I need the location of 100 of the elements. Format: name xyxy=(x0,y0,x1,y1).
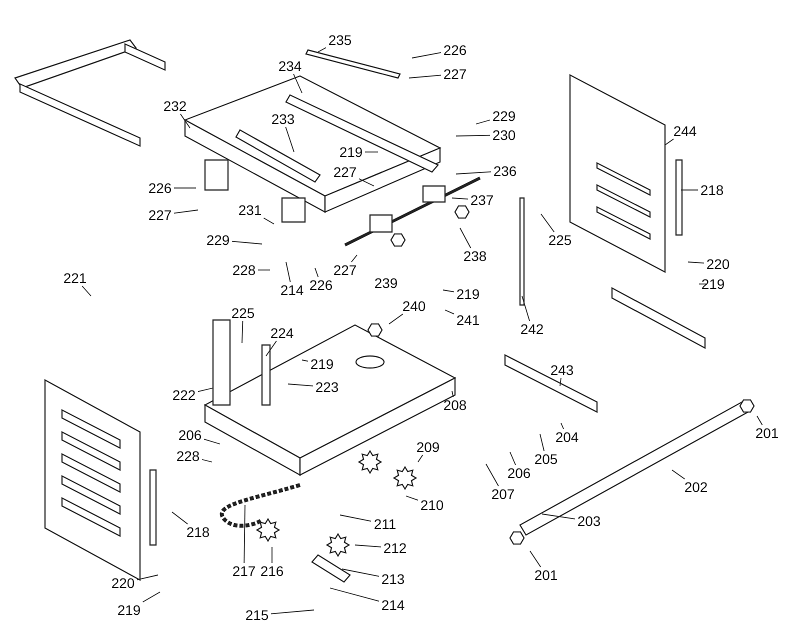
callout-number: 231 xyxy=(236,202,264,218)
leader-line xyxy=(358,178,374,186)
leader-line xyxy=(286,262,291,282)
leader-line xyxy=(242,320,244,344)
callout-number: 204 xyxy=(553,429,581,445)
callout-number: 232 xyxy=(161,98,189,114)
callout-number: 209 xyxy=(414,439,442,455)
callout-number: 222 xyxy=(170,387,198,403)
callout-number: 227 xyxy=(441,66,469,82)
leader-line xyxy=(452,198,468,200)
callout-number: 218 xyxy=(698,182,726,198)
leader-line xyxy=(198,388,214,392)
callout-number: 219 xyxy=(699,276,727,292)
callout-number: 213 xyxy=(379,571,407,587)
callout-number: 241 xyxy=(454,312,482,328)
leader-line xyxy=(510,452,516,466)
callout-number: 233 xyxy=(269,111,297,127)
callout-number: 229 xyxy=(204,232,232,248)
callout-number: 240 xyxy=(400,298,428,314)
leader-line xyxy=(244,504,246,564)
callout-number: 216 xyxy=(258,563,286,579)
leader-line xyxy=(560,422,564,430)
leader-line xyxy=(82,286,92,296)
callout-number: 227 xyxy=(331,262,359,278)
callout-number: 225 xyxy=(229,305,257,321)
leader-line xyxy=(330,588,380,602)
leader-line xyxy=(688,262,704,264)
leader-line xyxy=(664,138,674,146)
callout-number: 226 xyxy=(441,42,469,58)
callout-number: 228 xyxy=(230,262,258,278)
callout-number: 234 xyxy=(276,58,304,74)
callout-number: 239 xyxy=(372,275,400,291)
leader-line xyxy=(180,114,190,128)
callout-number: 235 xyxy=(326,32,354,48)
callout-number: 230 xyxy=(490,127,518,143)
callout-number: 220 xyxy=(109,575,137,591)
callout-number: 223 xyxy=(313,379,341,395)
callout-number: 215 xyxy=(243,607,271,623)
callout-number: 207 xyxy=(489,486,517,502)
callout-number: 217 xyxy=(230,563,258,579)
leader-line xyxy=(302,360,308,362)
callout-number: 214 xyxy=(379,597,407,613)
leader-line xyxy=(293,74,302,94)
leader-line xyxy=(263,218,274,224)
callout-number: 242 xyxy=(518,321,546,337)
leader-line xyxy=(350,254,358,262)
callout-number: 202 xyxy=(682,479,710,495)
leader-line xyxy=(408,74,442,78)
leader-line xyxy=(232,240,262,244)
callout-number: 203 xyxy=(575,513,603,529)
callout-number: 219 xyxy=(337,144,365,160)
leader-line xyxy=(540,214,555,232)
callout-number: 206 xyxy=(176,427,204,443)
leader-line xyxy=(318,47,326,52)
callout-number: 205 xyxy=(532,451,560,467)
leader-line xyxy=(452,390,454,398)
leader-line xyxy=(672,470,686,480)
callout-number: 212 xyxy=(381,540,409,556)
leader-line xyxy=(418,454,424,462)
callout-number: 225 xyxy=(546,232,574,248)
leader-line xyxy=(476,120,490,124)
leader-line xyxy=(202,459,212,462)
callout-number: 236 xyxy=(491,163,519,179)
callout-number: 237 xyxy=(468,192,496,208)
callout-number: 218 xyxy=(184,524,212,540)
callout-number: 227 xyxy=(146,207,174,223)
callout-number: 221 xyxy=(61,270,89,286)
callout-number: 228 xyxy=(174,448,202,464)
leader-line xyxy=(542,514,576,520)
leader-line xyxy=(540,434,545,452)
callout-number: 219 xyxy=(308,356,336,372)
callout-number: 220 xyxy=(704,256,732,272)
leader-line xyxy=(342,568,380,577)
callout-number: 229 xyxy=(490,108,518,124)
leader-line xyxy=(314,268,319,278)
leader-line xyxy=(530,550,542,568)
callout-number: 201 xyxy=(753,425,781,441)
leader-line xyxy=(354,544,382,548)
callout-number: 224 xyxy=(268,325,296,341)
leader-line xyxy=(522,296,530,322)
leader-line xyxy=(172,512,188,524)
leader-line xyxy=(204,438,220,444)
leader-line xyxy=(142,592,160,602)
callout-number: 227 xyxy=(331,164,359,180)
callout-number: 226 xyxy=(307,277,335,293)
leader-line xyxy=(460,228,472,248)
callout-number: 214 xyxy=(278,282,306,298)
leader-line xyxy=(442,290,454,292)
leader-line xyxy=(174,210,198,214)
leader-line xyxy=(340,514,372,522)
callout-number: 226 xyxy=(146,180,174,196)
callout-number: 244 xyxy=(671,123,699,139)
leader-line xyxy=(285,126,294,152)
leader-line xyxy=(486,464,499,486)
callout-number: 211 xyxy=(371,516,399,532)
callout-number: 210 xyxy=(418,497,446,513)
leader-line xyxy=(756,416,763,426)
callout-number: 219 xyxy=(454,286,482,302)
leader-line xyxy=(412,52,442,58)
leader-line xyxy=(266,340,277,356)
